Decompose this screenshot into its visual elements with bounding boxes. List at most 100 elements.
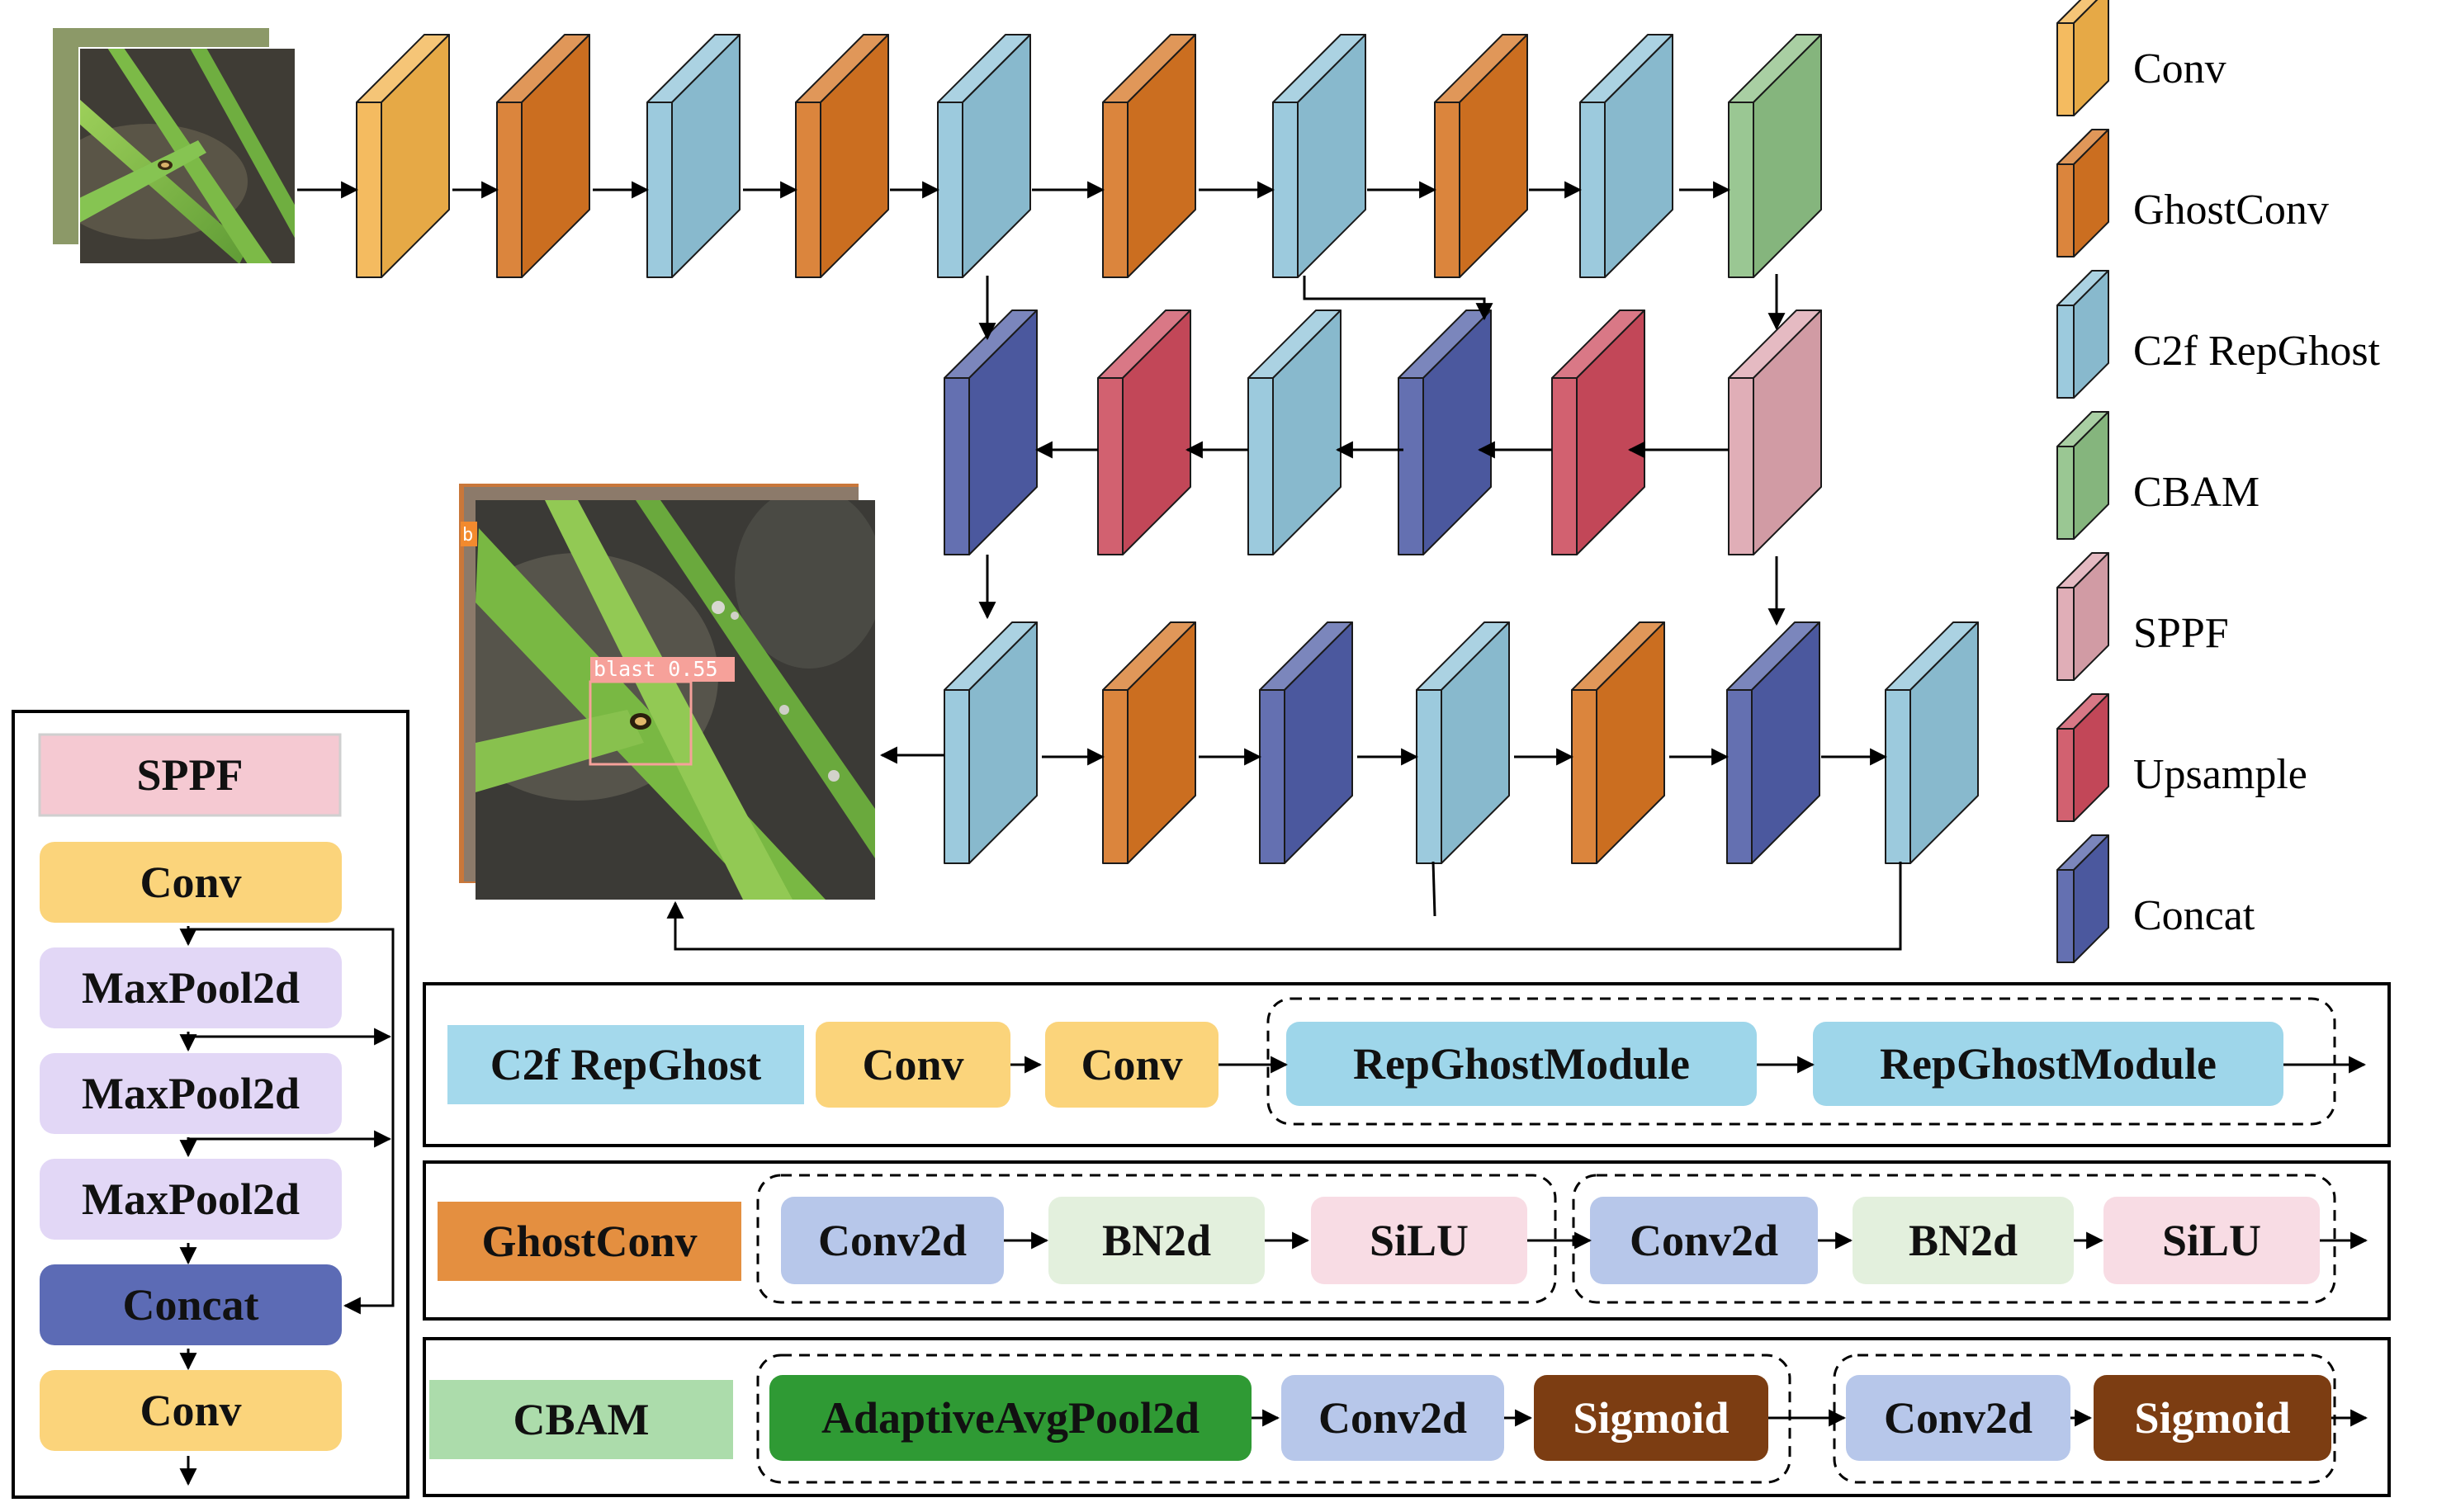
sppf-maxpool-3: MaxPool2d <box>40 1159 342 1240</box>
sppf-maxpool-1: MaxPool2d <box>40 947 342 1028</box>
module-blocks: C2f RepGhost Conv Conv RepGhostModule RepGho… <box>429 1022 2331 1461</box>
cbam-conv2d-2: Conv2d <box>1846 1375 2070 1461</box>
cbam-sigmoid-1-label: Sigmoid <box>1573 1393 1729 1443</box>
block-row3-7-c2f <box>1885 621 1979 864</box>
block-row2-3-c2f <box>1247 309 1342 555</box>
legend-conv-icon <box>2056 0 2109 116</box>
legend-c2f-label: C2f RepGhost <box>2133 328 2381 375</box>
ghost-silu-2: SiLU <box>2103 1197 2320 1284</box>
legend-upsample-label: Upsample <box>2133 751 2307 798</box>
ghost-silu-1: SiLU <box>1311 1197 1527 1284</box>
ghost-conv2d-1: Conv2d <box>781 1197 1004 1284</box>
ghost-bn2d-1-label: BN2d <box>1102 1216 1211 1265</box>
block-row1-2-ghost <box>496 34 590 278</box>
c2f-conv-2-label: Conv <box>1081 1040 1182 1089</box>
pipeline <box>356 34 1979 864</box>
sppf-module: SPPFConvMaxPool2dMaxPool2dMaxPool2dConca… <box>38 733 342 1451</box>
block-row2-4-concat <box>1398 309 1492 555</box>
block-row2-1-concat <box>944 309 1038 555</box>
cbam-adaptive-avgpool2d-label: AdaptiveAvgPool2d <box>821 1393 1200 1443</box>
sppf-maxpool-2: MaxPool2d <box>40 1053 342 1134</box>
ghost-conv2d-2-label: Conv2d <box>1630 1216 1778 1265</box>
legend-ghost-icon <box>2056 129 2109 258</box>
detection-image: blast 0.55 b <box>459 484 875 900</box>
sppf-conv-1-label: Conv <box>140 858 241 907</box>
c2f-conv-2: Conv <box>1045 1022 1218 1108</box>
block-row1-4-ghost <box>795 34 889 278</box>
legend-conv-label: Conv <box>2133 45 2226 92</box>
block-row1-10-cbam <box>1728 34 1822 278</box>
detection-label: blast 0.55 <box>594 657 718 681</box>
ghost-bn2d-2: BN2d <box>1853 1197 2074 1284</box>
c2f-module-label-label: C2f RepGhost <box>490 1040 762 1089</box>
c2f-conv-1: Conv <box>816 1022 1010 1108</box>
pipeline-arrows <box>297 181 1902 951</box>
sppf-title-label: SPPF <box>137 750 244 800</box>
block-row2-6-sppf <box>1728 309 1822 555</box>
cbam-conv2d-1: Conv2d <box>1281 1375 1504 1461</box>
block-row3-3-concat <box>1259 621 1353 864</box>
block-row3-4-c2f <box>1416 621 1510 864</box>
legend-cbam-icon <box>2056 411 2109 540</box>
legend-sppf-label: SPPF <box>2133 610 2229 657</box>
c2f-repghost-module-1: RepGhostModule <box>1286 1022 1757 1106</box>
ghost-conv2d-1-label: Conv2d <box>818 1216 967 1265</box>
sppf-conv-2-label: Conv <box>140 1386 241 1435</box>
ghostconv-module-label: GhostConv <box>438 1202 741 1281</box>
legend-upsample-icon <box>2056 693 2109 822</box>
cbam-conv2d-2-label: Conv2d <box>1884 1393 2032 1443</box>
block-row1-5-c2f <box>937 34 1031 278</box>
ghost-silu-1-label: SiLU <box>1370 1216 1469 1265</box>
c2f-module-label: C2f RepGhost <box>447 1025 804 1104</box>
partial-detection-tag <box>461 522 477 546</box>
cbam-module-label: CBAM <box>429 1380 733 1459</box>
detection-label-bg <box>590 657 735 682</box>
block-row2-2-upsample <box>1097 309 1191 555</box>
sppf-title: SPPF <box>38 733 342 817</box>
legend-c2f-icon <box>2056 270 2109 399</box>
legend-ghost-label: GhostConv <box>2133 187 2329 234</box>
block-row1-6-ghost <box>1102 34 1196 278</box>
block-row3-1-c2f <box>944 621 1038 864</box>
block-row3-5-ghost <box>1571 621 1665 864</box>
input-image <box>53 28 296 265</box>
module-arrows <box>1004 1056 2368 1427</box>
sppf-conv-2: Conv <box>40 1370 342 1451</box>
block-row1-9-c2f <box>1579 34 1673 278</box>
cbam-sigmoid-1: Sigmoid <box>1534 1375 1768 1461</box>
c2f-repghost-module-2: RepGhostModule <box>1813 1022 2283 1106</box>
cbam-sigmoid-2: Sigmoid <box>2094 1375 2331 1461</box>
ghostconv-module-label-label: GhostConv <box>481 1217 697 1266</box>
legend-sppf-icon <box>2056 552 2109 681</box>
block-row1-7-c2f <box>1272 34 1366 278</box>
sppf-concat-label: Concat <box>123 1280 259 1330</box>
block-row1-3-c2f <box>646 34 741 278</box>
sppf-conv-1: Conv <box>40 842 342 923</box>
sppf-maxpool-2-label: MaxPool2d <box>82 1069 300 1118</box>
sppf-concat: Concat <box>40 1264 342 1345</box>
c2f-repghost-module-2-label: RepGhostModule <box>1880 1039 2217 1089</box>
legend-concat-icon <box>2056 834 2109 963</box>
block-row1-1-conv <box>356 34 450 278</box>
c2f-conv-1-label: Conv <box>862 1040 963 1089</box>
partial-detection-label: b <box>462 525 473 546</box>
cbam-module-label-label: CBAM <box>513 1395 650 1444</box>
block-row1-8-ghost <box>1434 34 1528 278</box>
cbam-sigmoid-2-label: Sigmoid <box>2134 1393 2290 1443</box>
block-row3-6-concat <box>1726 621 1820 864</box>
block-row2-5-upsample <box>1551 309 1645 555</box>
c2f-repghost-module-1-label: RepGhostModule <box>1353 1039 1690 1089</box>
cbam-conv2d-1-label: Conv2d <box>1318 1393 1467 1443</box>
ghost-conv2d-2: Conv2d <box>1590 1197 1818 1284</box>
sppf-maxpool-3-label: MaxPool2d <box>82 1174 300 1224</box>
block-row3-2-ghost <box>1102 621 1196 864</box>
legend-concat-label: Concat <box>2133 892 2255 939</box>
legend-cbam-label: CBAM <box>2133 469 2260 516</box>
ghost-bn2d-2-label: BN2d <box>1909 1216 2018 1265</box>
ghost-bn2d-1: BN2d <box>1048 1197 1265 1284</box>
ghost-silu-2-label: SiLU <box>2162 1216 2261 1265</box>
sppf-arrows <box>179 926 395 1486</box>
